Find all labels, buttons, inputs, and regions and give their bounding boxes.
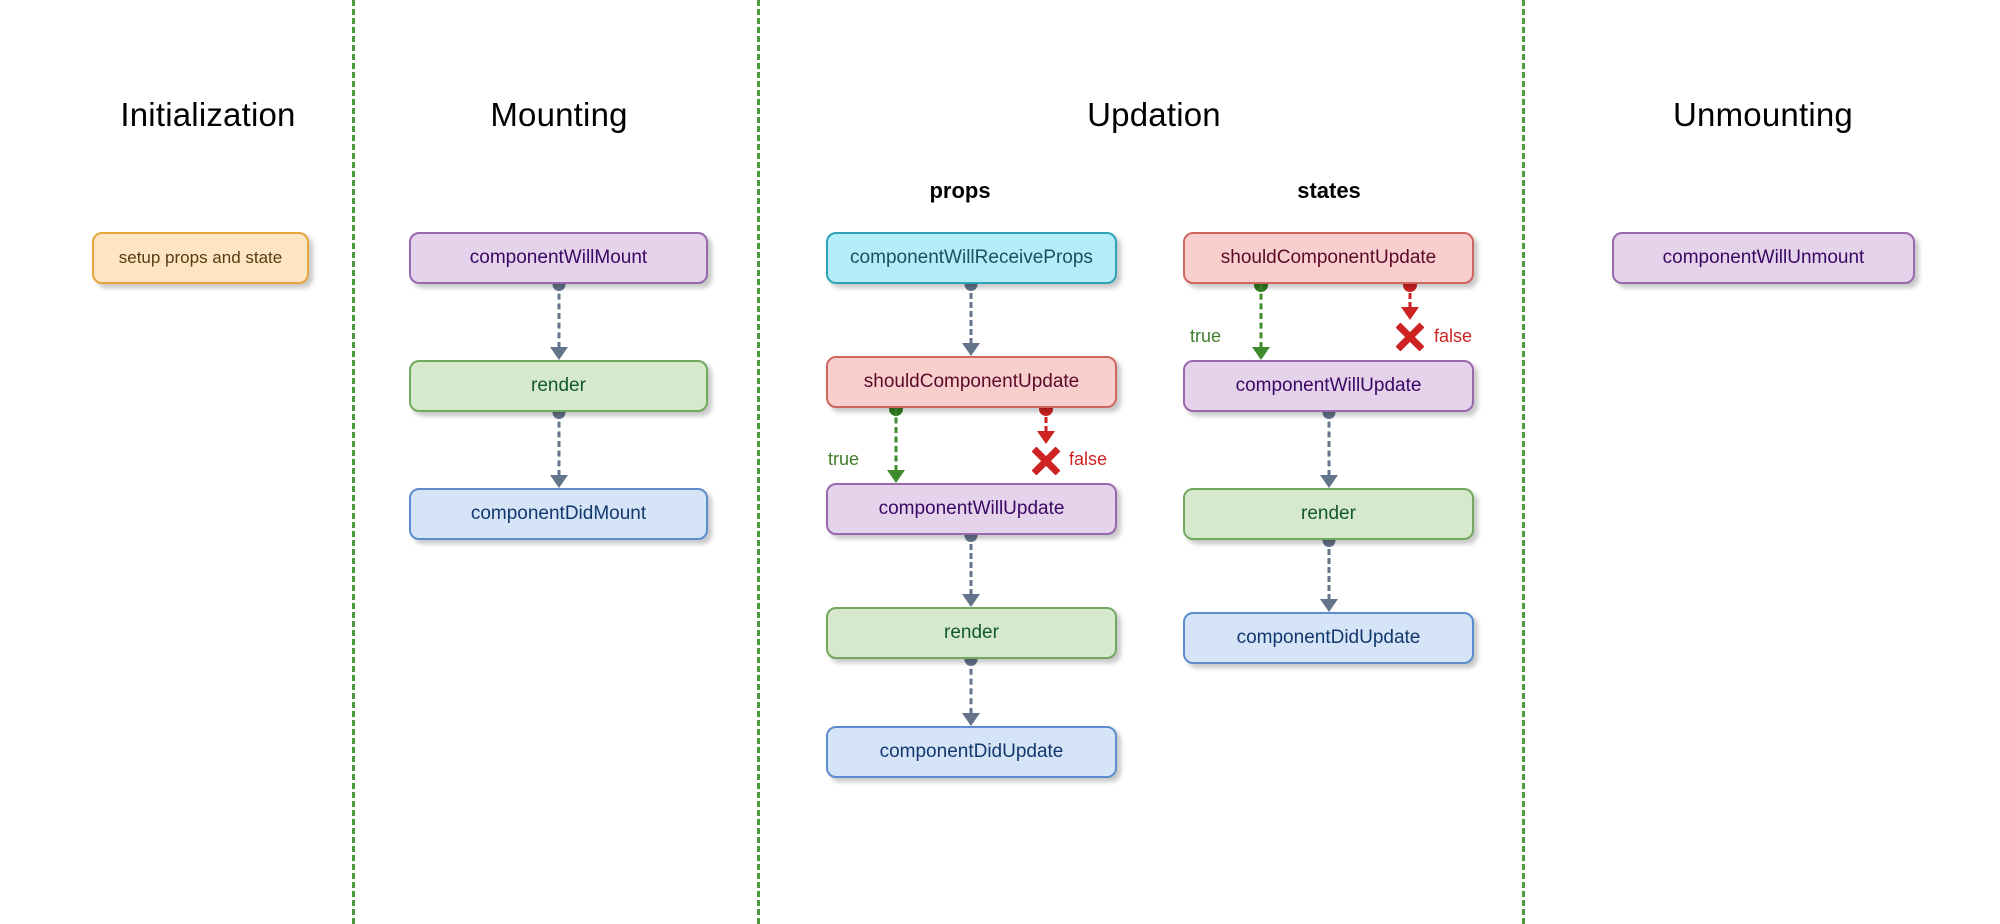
arrowhead-icon: [1037, 431, 1055, 444]
connector-line: [1327, 540, 1331, 600]
lifecycle-node-props-should-update[interactable]: shouldComponentUpdate: [826, 356, 1117, 408]
branch-label-states-false-label: false: [1434, 326, 1473, 346]
column-divider-3: [1522, 0, 1525, 924]
lifecycle-node-states-render[interactable]: render: [1183, 488, 1474, 540]
connector-props-receive-to-should: [961, 278, 981, 356]
arrowhead-icon: [1252, 347, 1270, 360]
connector-line: [969, 284, 973, 344]
lifecycle-node-props-render[interactable]: render: [826, 607, 1117, 659]
subheading-props: props: [929, 178, 991, 203]
subheading-states: states: [1297, 178, 1361, 203]
connector-states-willupdate-to-render: [1319, 406, 1339, 488]
phase-title-mounting: Mounting: [490, 96, 628, 133]
arrowhead-icon: [1320, 475, 1338, 488]
connector-mount-willmount-to-render: [549, 278, 569, 360]
connector-props-willupdate-to-render: [961, 529, 981, 607]
connector-mount-render-to-didmount: [549, 406, 569, 488]
connector-states-should-true: [1251, 278, 1271, 360]
arrowhead-icon: [887, 470, 905, 483]
connector-line: [1327, 412, 1331, 476]
lifecycle-node-props-will-update[interactable]: componentWillUpdate: [826, 483, 1117, 535]
lifecycle-node-mount-render[interactable]: render: [409, 360, 708, 412]
arrowhead-icon: [962, 713, 980, 726]
connector-line: [1408, 284, 1412, 308]
lifecycle-node-states-will-update[interactable]: componentWillUpdate: [1183, 360, 1474, 412]
lifecycle-node-states-did-update[interactable]: componentDidUpdate: [1183, 612, 1474, 664]
phase-title-updation: Updation: [1087, 96, 1221, 133]
connector-states-should-false: [1400, 278, 1420, 320]
phase-title-initialization: Initialization: [120, 96, 296, 133]
lifecycle-node-unmount-will-unmount[interactable]: componentWillUnmount: [1612, 232, 1915, 284]
phase-title-unmounting: Unmounting: [1673, 96, 1853, 133]
column-divider-1: [352, 0, 355, 924]
arrowhead-icon: [550, 475, 568, 488]
connector-props-render-to-didupdate: [961, 653, 981, 726]
connector-line: [557, 284, 561, 348]
blocked-x-icon: [1029, 444, 1063, 478]
lifecycle-node-states-should-update[interactable]: shouldComponentUpdate: [1183, 232, 1474, 284]
lifecycle-node-props-will-receive-props[interactable]: componentWillReceiveProps: [826, 232, 1117, 284]
branch-label-states-true-label: true: [1190, 326, 1222, 346]
connector-states-render-to-didupdate: [1319, 534, 1339, 612]
arrowhead-icon: [962, 594, 980, 607]
connector-props-should-true: [886, 402, 906, 483]
lifecycle-node-mount-component-did-mount[interactable]: componentDidMount: [409, 488, 708, 540]
connector-line: [969, 659, 973, 714]
connector-line: [1259, 284, 1263, 348]
arrowhead-icon: [1320, 599, 1338, 612]
branch-label-props-true-label: true: [828, 449, 860, 469]
connector-line: [894, 408, 898, 471]
arrowhead-icon: [962, 343, 980, 356]
lifecycle-node-mount-component-will-mount[interactable]: componentWillMount: [409, 232, 708, 284]
connector-line: [557, 412, 561, 476]
lifecycle-node-props-did-update[interactable]: componentDidUpdate: [826, 726, 1117, 778]
lifecycle-node-setup-props-and-state[interactable]: setup props and state: [92, 232, 309, 284]
connector-line: [969, 535, 973, 595]
column-divider-2: [757, 0, 760, 924]
branch-label-props-false-label: false: [1069, 449, 1108, 469]
connector-props-should-false: [1036, 402, 1056, 444]
blocked-x-icon: [1393, 320, 1427, 354]
arrowhead-icon: [550, 347, 568, 360]
arrowhead-icon: [1401, 307, 1419, 320]
connector-line: [1044, 408, 1048, 432]
